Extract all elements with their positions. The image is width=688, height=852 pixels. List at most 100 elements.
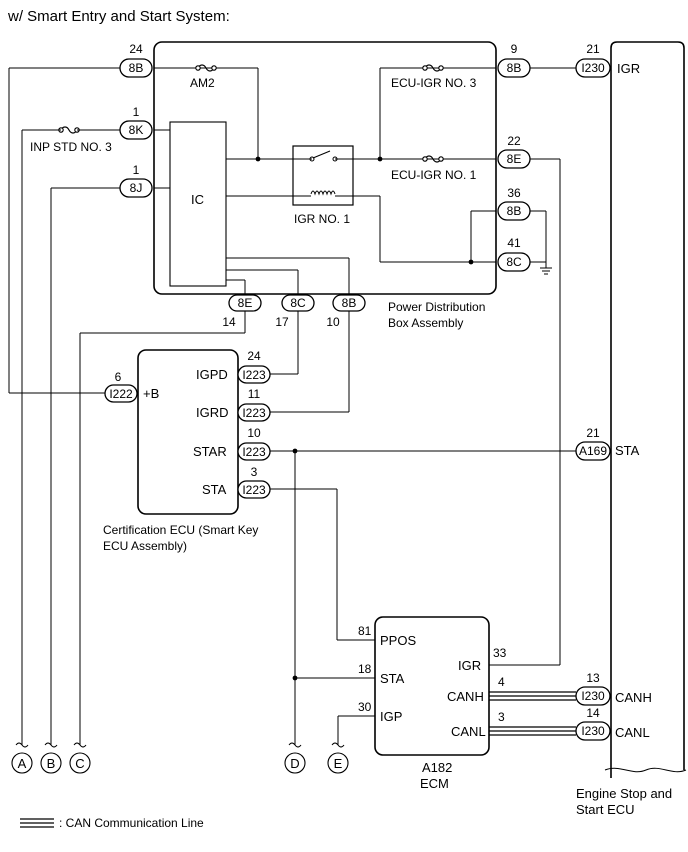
connector-i222-6: I222 6	[104, 370, 138, 403]
ecm-pin-igp: 30	[358, 700, 372, 714]
ground-icon	[540, 267, 552, 275]
page-title: w/ Smart Entry and Start System:	[7, 8, 230, 25]
ecm-canl-label: CANL	[451, 724, 486, 739]
svg-text:8B: 8B	[129, 61, 144, 75]
connector-8b-10: 8B 10	[326, 294, 366, 329]
svg-text:41: 41	[507, 236, 521, 250]
junction-dot	[468, 259, 474, 265]
svg-text:36: 36	[507, 186, 521, 200]
svg-text:I230: I230	[581, 724, 605, 738]
canh-line	[489, 691, 576, 701]
svg-text:8B: 8B	[507, 61, 522, 75]
ic-block	[169, 121, 227, 287]
connector-8c-41: 8C 41	[497, 236, 531, 272]
svg-text:10: 10	[326, 315, 340, 329]
fuse-ecu-igr1-label: ECU-IGR NO. 1	[391, 168, 477, 182]
svg-text:8E: 8E	[507, 152, 522, 166]
engine-ecu-sta-label: STA	[615, 443, 640, 458]
cert-ecu-name-2: ECU Assembly)	[103, 539, 187, 553]
ecm-name: ECM	[420, 776, 449, 791]
svg-text:E: E	[334, 756, 343, 771]
pdb-name-1: Power Distribution	[388, 300, 485, 314]
can-legend-icon	[20, 818, 54, 828]
terminal-c: C	[69, 742, 91, 774]
connector-8e-14: 8E 14	[222, 294, 262, 329]
ecm-canh-label: CANH	[447, 689, 484, 704]
svg-text:17: 17	[275, 315, 289, 329]
engine-ecu-name-1: Engine Stop and	[576, 786, 672, 801]
can-legend-label: : CAN Communication Line	[59, 816, 204, 830]
svg-text:24: 24	[129, 42, 143, 56]
svg-text:8J: 8J	[130, 181, 143, 195]
terminal-e: E	[327, 742, 349, 774]
svg-text:8C: 8C	[290, 296, 306, 310]
ecm-ppos-label: PPOS	[380, 633, 416, 648]
junction-dot	[377, 156, 383, 162]
svg-text:14: 14	[222, 315, 236, 329]
cert-ecu-igpd-label: IGPD	[196, 367, 228, 382]
connector-i223-3: I223 3	[237, 465, 271, 499]
svg-text:21: 21	[586, 42, 600, 56]
svg-text:3: 3	[251, 465, 258, 479]
svg-text:I222: I222	[109, 387, 133, 401]
connector-i223-10: I223 10	[237, 426, 271, 461]
svg-text:1: 1	[133, 163, 140, 177]
svg-text:I223: I223	[242, 368, 266, 382]
certification-ecu-box	[137, 349, 239, 515]
svg-text:8C: 8C	[506, 255, 522, 269]
svg-text:I223: I223	[242, 483, 266, 497]
connector-8j-1: 8J 1	[119, 163, 153, 198]
connector-i223-11: I223 11	[237, 387, 271, 422]
relay-label: IGR NO. 1	[294, 212, 350, 226]
svg-text:D: D	[290, 756, 299, 771]
connector-8k-1: 8K 1	[119, 105, 153, 140]
ecm-igr-label: IGR	[458, 658, 481, 673]
junction-dot	[255, 156, 261, 162]
relay-coil-icon	[310, 190, 336, 196]
ecm-pin-canh: 4	[498, 675, 505, 689]
connector-i223-24: I223 24	[237, 349, 271, 384]
engine-ecu-name-2: Start ECU	[576, 802, 635, 817]
connector-8b-9: 8B 9	[497, 42, 531, 78]
connector-8c-17: 8C 17	[275, 294, 315, 329]
connector-a169-21: A169 21	[575, 426, 611, 461]
connector-8b-24: 8B 24	[119, 42, 153, 78]
ecm-sta-label: STA	[380, 671, 405, 686]
svg-text:24: 24	[247, 349, 261, 363]
svg-text:8B: 8B	[342, 296, 357, 310]
svg-text:I223: I223	[242, 406, 266, 420]
svg-text:8B: 8B	[507, 204, 522, 218]
svg-text:I223: I223	[242, 445, 266, 459]
connector-8e-22: 8E 22	[497, 134, 531, 169]
svg-text:10: 10	[247, 426, 261, 440]
svg-text:8K: 8K	[129, 123, 144, 137]
svg-text:C: C	[75, 756, 84, 771]
svg-text:13: 13	[586, 671, 600, 685]
svg-text:8E: 8E	[238, 296, 253, 310]
svg-text:I230: I230	[581, 689, 605, 703]
fuse-inp-std-label: INP STD NO. 3	[30, 140, 112, 154]
ecm-pin-igr: 33	[493, 646, 507, 660]
svg-text:6: 6	[115, 370, 122, 384]
svg-text:B: B	[47, 756, 56, 771]
cert-ecu-b-label: +B	[143, 386, 159, 401]
cert-ecu-star-label: STAR	[193, 444, 227, 459]
pdb-name-2: Box Assembly	[388, 316, 463, 330]
canl-line	[489, 726, 576, 736]
ecm-igp-label: IGP	[380, 709, 402, 724]
ecm-pin-sta: 18	[358, 662, 372, 676]
engine-ecu-canh-label: CANH	[615, 690, 652, 705]
fuse-ecu-igr3-label: ECU-IGR NO. 3	[391, 76, 477, 90]
ecm-code: A182	[422, 760, 452, 775]
relay-switch-arm	[312, 150, 331, 159]
ecm-pin-canl: 3	[498, 710, 505, 724]
svg-text:A169: A169	[579, 444, 607, 458]
svg-text:11: 11	[248, 387, 261, 401]
connector-i230-21: I230 21	[575, 42, 611, 78]
ecm-pin-ppos: 81	[358, 624, 372, 638]
connector-i230-14: I230 14	[575, 706, 611, 741]
svg-text:21: 21	[586, 426, 600, 440]
connector-i230-13: I230 13	[575, 671, 611, 706]
ecm-box	[374, 616, 490, 756]
